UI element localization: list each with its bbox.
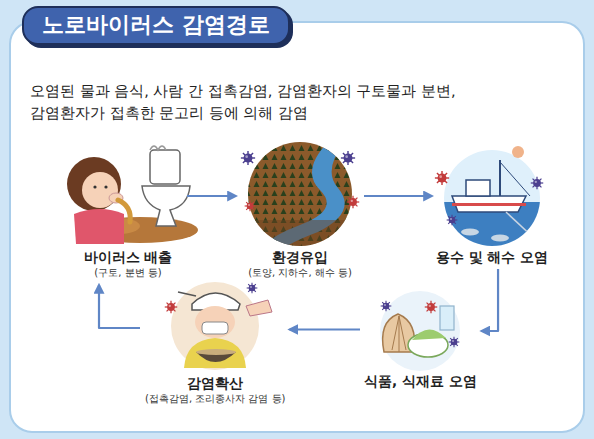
sea-illustration-part <box>447 215 458 226</box>
food-illustration-part <box>412 329 446 340</box>
environment-illustration <box>241 140 359 250</box>
stage-node: 바이러스 배출(구토, 분변 등) <box>73 148 183 280</box>
cook-illustration-part <box>165 301 177 313</box>
vomit-illustration-part <box>74 209 124 244</box>
food-illustration-part <box>381 301 392 312</box>
sea-illustration-part-part <box>452 203 526 206</box>
flow-arrow <box>187 195 236 197</box>
step-label: 용수 및 해수 오염 <box>436 248 548 266</box>
flow-arrow <box>482 269 499 331</box>
sea-illustration-part <box>531 177 543 189</box>
sea-illustration-part-part <box>466 180 490 196</box>
environment-illustration-part <box>241 151 255 165</box>
sea-illustration-part-part <box>452 196 526 212</box>
sea-illustration-part <box>435 171 449 185</box>
environment-illustration-part <box>341 151 355 165</box>
sea-illustration-part-part <box>506 212 536 240</box>
sea-illustration-part-part <box>491 235 509 242</box>
cook-illustration-part <box>247 283 258 294</box>
intro-note: 오염된 물과 음식, 사람 간 접촉감염, 감염환자의 구토물과 분변, 감염환… <box>30 80 470 124</box>
cook-illustration-part <box>195 306 235 338</box>
sea-illustration-part-part <box>499 160 501 196</box>
vomit-illustration-part <box>104 185 107 188</box>
cook-illustration-part <box>246 300 272 316</box>
vomit-illustration-part <box>142 186 190 226</box>
cook-illustration <box>165 282 272 370</box>
flow-arrow <box>290 328 360 330</box>
environment-illustration-part <box>347 196 359 208</box>
vomit-illustration-part <box>118 200 130 222</box>
cook-illustration-part <box>171 282 259 370</box>
vomit-illustration-part <box>150 146 166 150</box>
environment-illustration-part-part <box>248 220 352 250</box>
stage-node: 감염확산(접촉감염, 조리종사자 감염 등) <box>145 282 286 406</box>
stage-node: 용수 및 해수 오염 <box>436 148 548 266</box>
panel <box>10 22 584 432</box>
sea-illustration-part <box>512 146 524 158</box>
cook-illustration-part <box>184 338 246 368</box>
vomit-illustration-part <box>93 185 96 188</box>
food-illustration <box>380 291 460 371</box>
cook-illustration-part <box>196 349 236 355</box>
environment-illustration-part <box>248 140 352 250</box>
sea-illustration-part-part <box>461 229 479 236</box>
step-label: 식품, 식재료 오염 <box>364 372 477 390</box>
cook-illustration-part <box>202 322 228 334</box>
step-note: (구토, 분변 등) <box>73 266 183 280</box>
cook-illustration-part <box>178 292 196 296</box>
vomit-illustration <box>67 146 198 244</box>
step-label: 바이러스 배출 <box>73 248 183 266</box>
food-illustration-part <box>392 316 406 352</box>
step-label: 환경유입 <box>240 248 360 266</box>
step-label: 감염확산 <box>145 374 286 392</box>
title-banner: 노로바이러스 감염경로 <box>22 6 290 45</box>
environment-illustration-part <box>245 201 256 212</box>
stage-node: 환경유입(토양, 지하수, 해수 등) <box>240 140 360 280</box>
step-note: (접촉감염, 조리종사자 감염 등) <box>145 392 286 406</box>
stage-node: 식품, 식재료 오염 <box>364 290 477 390</box>
flow-arrow <box>99 285 140 328</box>
food-illustration-part <box>440 306 454 330</box>
step-note: (토양, 지하수, 해수 등) <box>240 266 360 280</box>
food-illustration-part <box>425 301 437 313</box>
food-illustration-part <box>380 291 460 371</box>
sea-illustration-part-part <box>500 162 530 196</box>
flow-arrow <box>364 195 432 197</box>
food-illustration-part <box>449 337 460 348</box>
sea-illustration-part <box>440 160 544 252</box>
sea-illustration <box>435 146 544 252</box>
vomit-illustration-part <box>150 150 180 184</box>
